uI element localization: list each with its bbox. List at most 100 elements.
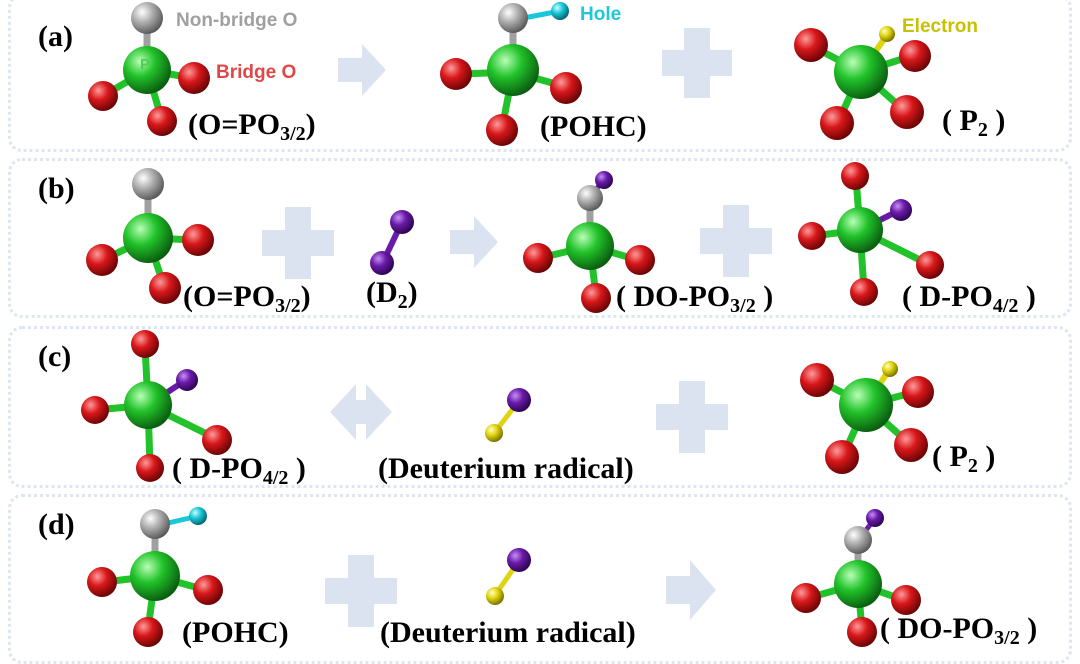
reaction-graphics [81,2,944,647]
o-atom [902,376,934,408]
p-atom [124,381,172,429]
panel-label-b: (b) [38,172,75,205]
o-atom [87,567,117,597]
annotation-nonbridge-o: Non-bridge O [176,10,298,31]
o-atom [193,575,223,605]
panel-b-frame [8,158,1072,318]
molecule-deuterium-radical-c [485,388,531,442]
o-atom [794,28,828,62]
electron-atom [486,587,504,605]
o-atom [894,428,928,462]
p-atom [123,46,171,94]
bridge-o-atom [550,72,582,104]
nonbridge-o-atom [131,2,163,34]
o-atom [820,106,854,140]
annotation-bridge-o: Bridge O [216,62,297,83]
p-atom [837,207,883,253]
o-atom [916,251,944,279]
molecule-do-po32-b [523,171,655,313]
o-atom [523,243,553,273]
nonbridge-o-atom [844,526,872,554]
o-atom [825,440,859,474]
d-atom [866,509,884,527]
p-atom [130,551,180,601]
bridge-o-atom [147,106,177,136]
o-atom [841,162,869,190]
p-atom [839,378,893,432]
p-atom [123,213,173,263]
o-atom [131,330,159,358]
molecule-p2-a [794,26,931,140]
plus-sign [262,207,334,279]
o-atom [136,454,164,482]
p-atom [834,560,882,608]
molecule-o-po32-a [88,2,210,136]
o-atom [791,583,821,613]
electron-atom [882,361,898,377]
p-atom [834,45,888,99]
o-atom [847,617,877,647]
o-atom [81,396,109,424]
o-atom [182,224,214,256]
reaction-arrow [666,560,716,620]
d-atom [370,251,394,275]
formula-do-po32: ( DO-PO3/2 ) [880,612,1038,649]
electron-atom [485,424,503,442]
o-atom [800,363,834,397]
molecule-pohc-d [87,507,223,647]
nonbridge-o-atom [132,168,164,200]
molecule-d2 [370,210,414,275]
o-atom [133,617,163,647]
bridge-o-atom [486,114,518,146]
molecule-d-po42-b [798,162,944,306]
o-atom [86,244,118,276]
molecule-p2-c [800,361,934,474]
nonbridge-o-atom [140,509,170,539]
o-atom [899,40,931,72]
formula-p2: ( P2 ) [942,104,1006,141]
d-atom [390,210,414,234]
molecule-o-po32-b [86,168,214,304]
molecule-do-po32-d [791,509,921,647]
panel-a-frame [8,0,1072,152]
bridge-o-atom [88,81,118,111]
hole-atom [189,507,207,525]
panel-c-frame [8,326,1072,488]
bridge-o-atom [440,58,472,90]
plus-sign [656,381,728,453]
annotation-hole: Hole [580,4,622,25]
panel-label-c: (c) [38,340,72,373]
formula-p2: ( P2 ) [932,440,996,477]
panel-label-d: (d) [38,508,75,541]
p-atom [487,44,539,96]
o-atom [798,222,826,250]
d-atom [507,388,531,412]
o-atom [581,283,611,313]
formula-d2: (D2) [366,276,418,313]
o-atom [850,278,878,306]
reaction-arrow [450,216,498,268]
formula-deuterium-radical: (Deuterium radical) [380,616,636,649]
formula-d-po42: ( D-PO4/2 ) [172,452,306,489]
o-atom [890,95,924,129]
nonbridge-o-atom [577,185,603,211]
reaction-arrow [338,44,386,96]
panel-label-a: (a) [38,20,73,53]
formula-o-po32: (O=PO3/2) [183,280,311,317]
electron-atom [879,26,895,42]
annotation-p-atom: P [140,56,151,73]
p-atom [566,222,614,270]
d-atom [176,369,198,391]
formula-deuterium-radical: (Deuterium radical) [378,452,634,485]
plus-sign [325,555,397,627]
o-atom [149,272,181,304]
formula-pohc: (POHC) [540,110,647,143]
formula-o-po32: (O=PO3/2) [188,108,316,145]
reversible-arrow [330,384,392,440]
formula-pohc: (POHC) [182,616,289,649]
molecule-pohc-a [440,2,582,146]
plus-sign [700,205,772,277]
formula-d-po42: ( D-PO4/2 ) [902,280,1036,317]
o-atom [891,585,921,615]
formula-do-po32: ( DO-PO3/2 ) [616,280,774,317]
